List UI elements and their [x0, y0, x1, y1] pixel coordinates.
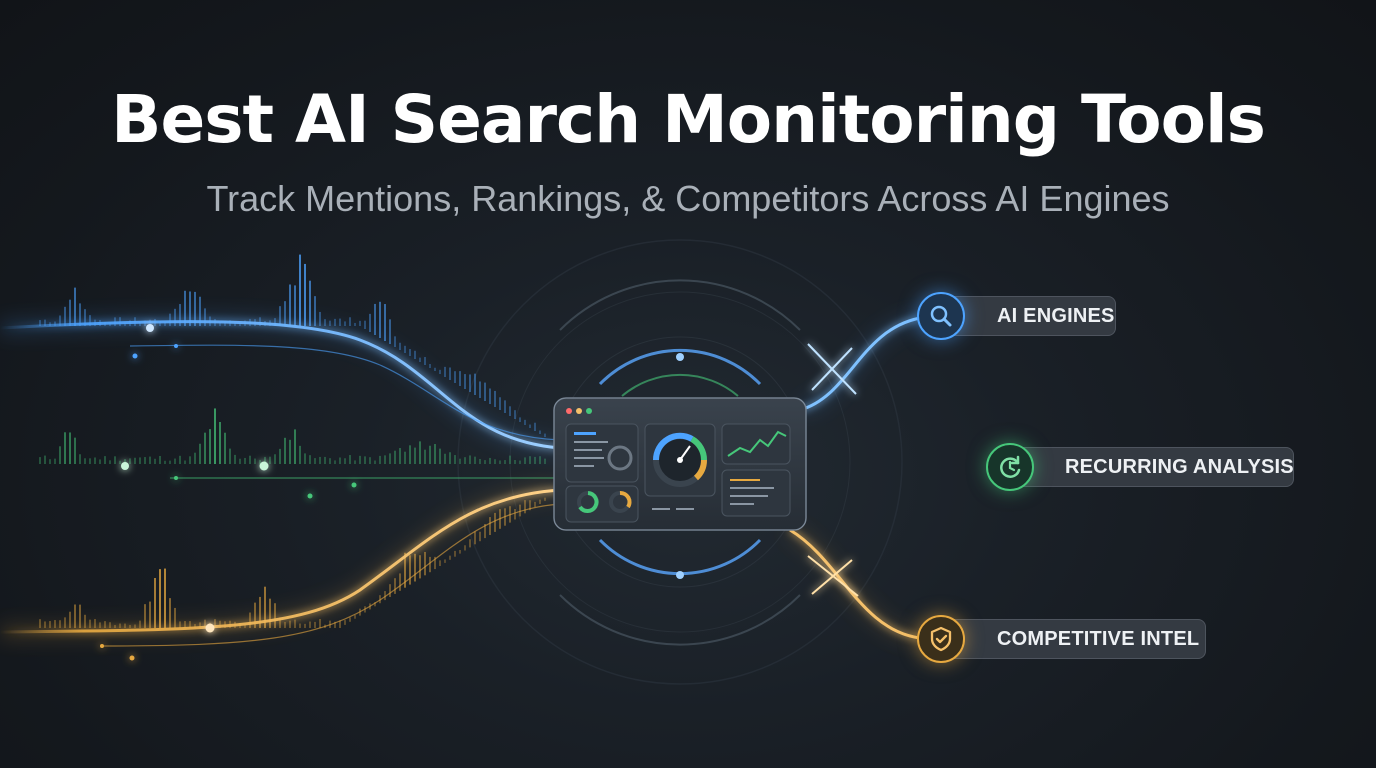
- page-subtitle: Track Mentions, Rankings, & Competitors …: [206, 178, 1170, 219]
- sparkle-dots: [100, 324, 357, 661]
- gold-flow-line: [0, 485, 921, 647]
- search-icon: [917, 292, 965, 340]
- window-dot-yellow: [576, 408, 582, 414]
- page-title: Best AI Search Monitoring Tools: [111, 81, 1266, 158]
- feature-label: AI ENGINES: [997, 304, 1115, 327]
- feature-pill-competitive-intel: COMPETITIVE INTEL: [930, 619, 1206, 659]
- feature-pill-recurring-analysis: RECURRING ANALYSIS: [998, 447, 1294, 487]
- refresh-clock-icon: [986, 443, 1034, 491]
- blue-flow-line: [0, 314, 921, 453]
- feature-label: RECURRING ANALYSIS: [1065, 455, 1294, 478]
- list-panel: [565, 423, 639, 483]
- window-dot-green: [586, 408, 592, 414]
- feature-label: COMPETITIVE INTEL: [997, 627, 1200, 650]
- dashboard-card: [553, 397, 807, 531]
- ring-arcs: [598, 348, 762, 579]
- green-flow-line: [0, 461, 990, 479]
- donut-panel: [565, 485, 639, 523]
- shield-check-icon: [917, 615, 965, 663]
- text-panel: [721, 469, 791, 517]
- line-chart-panel: [721, 423, 791, 465]
- gauge-panel: [644, 423, 716, 510]
- window-dot-red: [566, 408, 572, 414]
